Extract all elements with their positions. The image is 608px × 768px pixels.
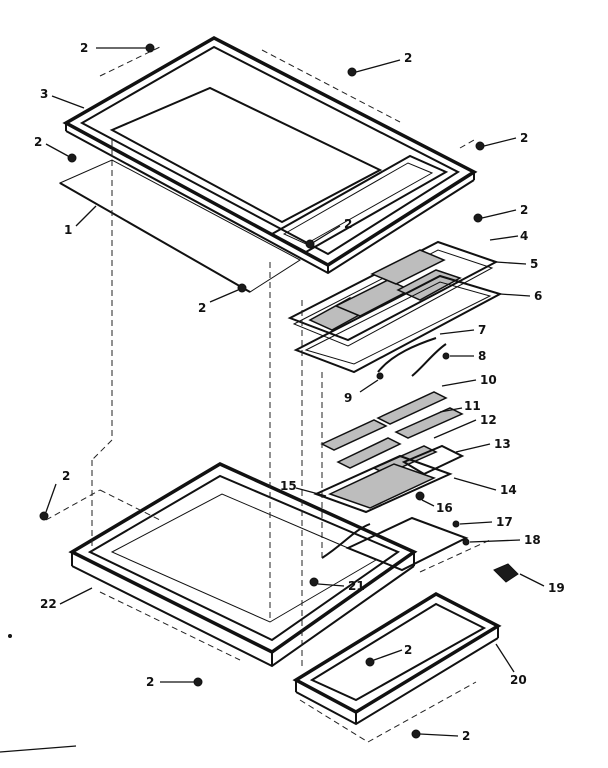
callout-13: 13	[494, 437, 511, 451]
callout-20: 20	[510, 673, 527, 687]
callout-2-center: 2	[344, 217, 352, 231]
callout-2-bottom-left: 2	[62, 469, 70, 483]
light-bulb	[415, 491, 425, 501]
callout-11: 11	[464, 399, 481, 413]
callout-4: 4	[520, 229, 528, 243]
callout-8: 8	[478, 349, 486, 363]
callout-2-top-right: 2	[404, 51, 412, 65]
screws	[39, 43, 485, 739]
callout-2-mid-left: 2	[198, 301, 206, 315]
callout-2-right: 2	[520, 203, 528, 217]
callout-5: 5	[530, 257, 538, 271]
callout-2-right-upper: 2	[520, 131, 528, 145]
callout-labels: 2 2 3 2 2 1 2 2 2 4 5 6 7 8 9 10 11 12 1…	[34, 41, 565, 743]
callout-2-bottom-right: 2	[462, 729, 470, 743]
callout-16: 16	[436, 501, 453, 515]
callout-22: 22	[40, 597, 57, 611]
callout-1: 1	[64, 223, 72, 237]
bottom-frame	[68, 462, 418, 668]
callout-2-tray: 2	[404, 643, 412, 657]
callout-2-bottom: 2	[146, 675, 154, 689]
callout-19: 19	[548, 581, 565, 595]
panel-4-5	[287, 240, 499, 347]
light-housing	[313, 444, 465, 514]
phantom-lines	[45, 45, 491, 743]
callout-12: 12	[480, 413, 497, 427]
wiring-harness	[376, 337, 450, 380]
small-tray	[292, 591, 502, 726]
top-frame	[62, 36, 478, 275]
callout-21: 21	[348, 579, 365, 593]
callout-3: 3	[40, 87, 48, 101]
callout-7: 7	[478, 323, 486, 337]
light-strips	[320, 391, 464, 475]
callout-14: 14	[500, 483, 517, 497]
callout-6: 6	[534, 289, 542, 303]
clip-21	[309, 577, 319, 587]
stray-dot	[8, 634, 12, 638]
callout-17: 17	[496, 515, 513, 529]
leader-lines	[0, 47, 545, 753]
callout-18: 18	[524, 533, 541, 547]
callout-2-top-left: 2	[80, 41, 88, 55]
callout-9: 9	[344, 391, 352, 405]
callout-10: 10	[480, 373, 497, 387]
callout-2-left: 2	[34, 135, 42, 149]
glass-panel	[58, 159, 301, 293]
callout-15: 15	[280, 479, 297, 493]
connector-19	[493, 563, 519, 583]
